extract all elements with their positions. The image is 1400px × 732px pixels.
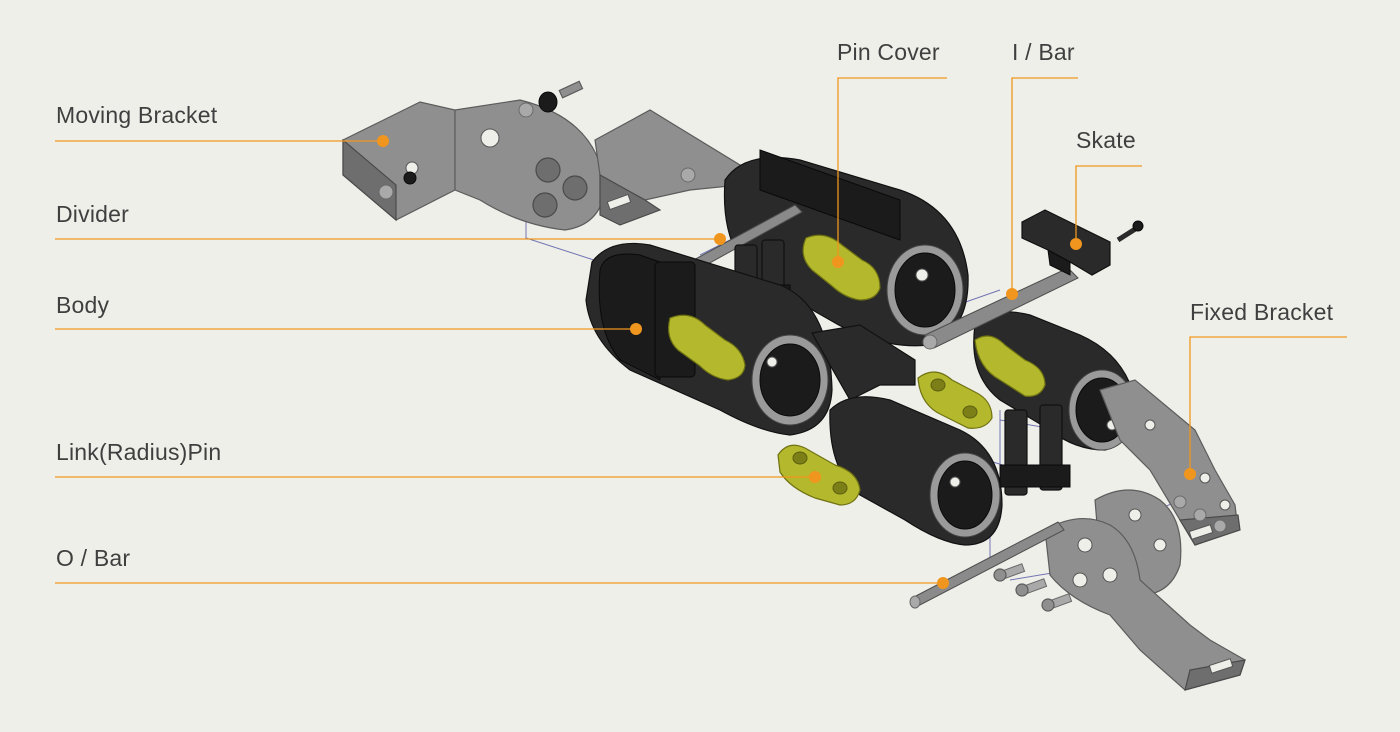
leader-pin-cover (837, 77, 947, 262)
moving-bracket-part (342, 101, 456, 222)
dot-body (630, 323, 642, 335)
label-divider: Divider (56, 201, 129, 227)
label-i-bar: I / Bar (1012, 39, 1075, 65)
link-middle-part (917, 371, 993, 429)
o-bar-part (909, 521, 1065, 609)
dot-moving-bracket (377, 135, 389, 147)
dot-fixed-bracket (1184, 468, 1196, 480)
dot-o-bar (937, 577, 949, 589)
label-moving-bracket: Moving Bracket (56, 102, 218, 128)
leader-fixed-bracket (1189, 336, 1347, 474)
label-fixed-bracket: Fixed Bracket (1190, 299, 1334, 325)
lower-plate-part (993, 489, 1246, 691)
upper-bracket-part (594, 109, 741, 226)
screws (993, 563, 1073, 612)
dot-divider (714, 233, 726, 245)
middle-link-part (811, 324, 1003, 546)
label-pin-cover: Pin Cover (837, 39, 940, 65)
label-skate: Skate (1076, 127, 1136, 153)
leader-lines (55, 77, 1347, 589)
leader-skate (1075, 165, 1142, 244)
dot-pin-cover (832, 256, 844, 268)
pin-cover-part (668, 234, 881, 381)
leader-i-bar (1011, 77, 1078, 294)
moving-plate-part (454, 80, 606, 231)
label-body: Body (56, 292, 110, 318)
dot-link-radius-pin (809, 471, 821, 483)
label-link-radius-pin: Link(Radius)Pin (56, 439, 222, 465)
i-bar-part (922, 267, 1079, 350)
fixed-bracket-part (1099, 379, 1241, 546)
dot-skate (1070, 238, 1082, 250)
skate-part (1021, 209, 1144, 276)
label-o-bar: O / Bar (56, 545, 131, 571)
dot-i-bar (1006, 288, 1018, 300)
